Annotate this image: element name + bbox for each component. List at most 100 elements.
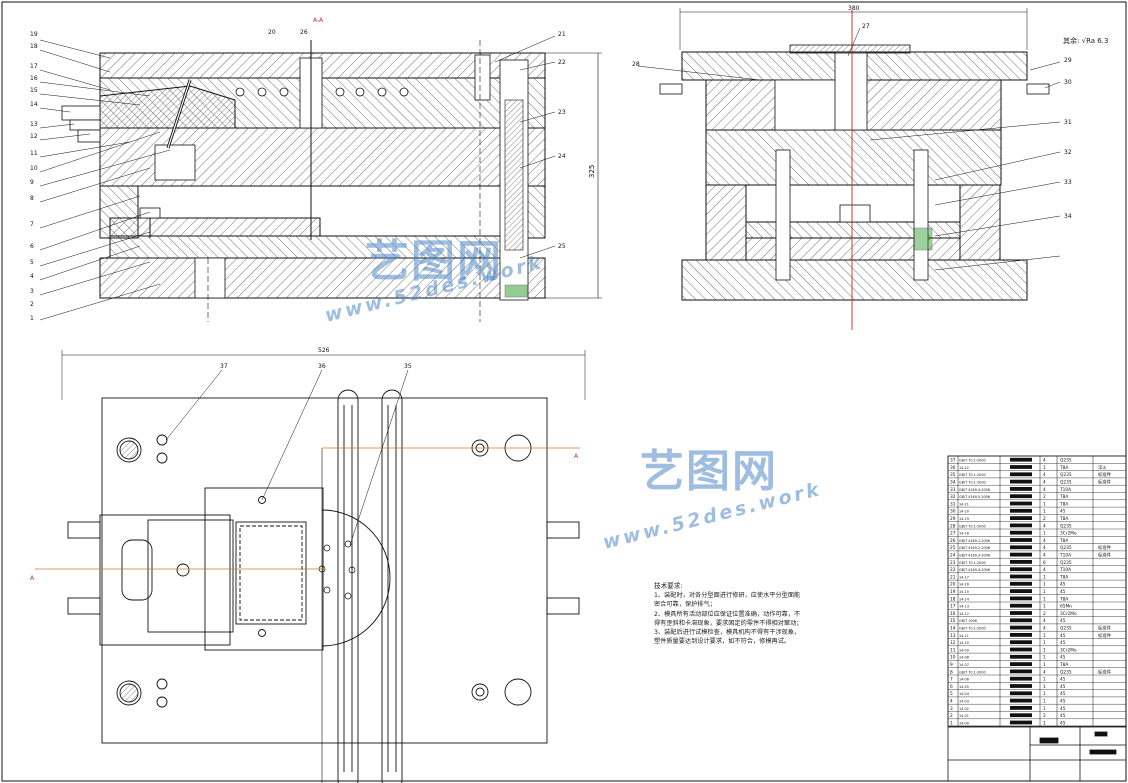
bom-cell-code: 14-10: [959, 641, 969, 645]
callout-12: 12: [30, 133, 38, 140]
bom-cell-no: 27: [950, 531, 956, 537]
bom-cell-code: 14-00: [959, 721, 969, 725]
bom-cell-qty: 2: [1043, 494, 1046, 500]
bom-cell-code: 14-19: [959, 517, 969, 521]
front-section-view: [61, 40, 602, 322]
bom-cell-material: Q235: [1060, 458, 1072, 464]
bom-cell-note: 标准件: [1098, 668, 1112, 675]
bom-cell-no: 31: [950, 501, 956, 507]
bom-cell-code: 14-17: [959, 575, 969, 579]
bom-cell-material: 45: [1060, 589, 1066, 595]
bom-cell-no: 21: [950, 574, 956, 580]
callout-14: 14: [30, 101, 38, 108]
bom-cell-qty: 1: [1043, 574, 1046, 580]
bom-cell-no: 29: [950, 516, 956, 522]
bom-name-redacted: [1010, 508, 1032, 513]
bom-cell-code: 14-08: [959, 656, 969, 660]
callout-10: 10: [30, 165, 38, 172]
bom-cell-material: 45: [1060, 720, 1066, 726]
bom-cell-note: 淬火: [1098, 464, 1107, 471]
bom-cell-code: GB/T 4169.4-2006: [959, 488, 990, 492]
bom-cell-no: 23: [950, 560, 956, 566]
bom-cell-material: 45: [1060, 713, 1066, 719]
bom-name-redacted: [1010, 560, 1032, 564]
bom-cell-no: 1: [950, 720, 953, 726]
callout-24: 24: [558, 153, 566, 160]
roughness-prefix: 其余:: [1063, 37, 1080, 45]
callout-21: 21: [558, 31, 566, 38]
bom-cell-material: T8A: [1059, 516, 1068, 522]
bom-cell-qty: 1: [1043, 647, 1046, 653]
bom-cell-no: 33: [950, 487, 956, 493]
bom-cell-no: 9: [950, 662, 953, 668]
bom-cell-qty: 1: [1043, 509, 1046, 515]
callout-32: 32: [1064, 149, 1072, 156]
bom-name-redacted: [1010, 538, 1032, 542]
bom-cell-qty: 4: [1043, 545, 1046, 551]
bom-cell-material: Q235: [1060, 472, 1072, 478]
bom-cell-code: 14-03: [959, 700, 969, 704]
bom-cell-material: 45: [1060, 618, 1066, 624]
callout-31: 31: [1064, 119, 1072, 126]
bom-name-redacted: [1010, 501, 1032, 506]
roughness-check-icon: √: [1081, 37, 1087, 45]
callout-9: 9: [30, 179, 34, 186]
front-right-callouts: [494, 35, 556, 259]
bom-cell-no: 37: [950, 458, 956, 464]
bom-cell-note: 标准件: [1098, 471, 1112, 478]
bom-cell-no: 30: [950, 509, 956, 515]
bom-cell-material: 65Mn: [1060, 604, 1072, 610]
bom-name-redacted: [1010, 603, 1032, 608]
bom-cell-no: 17: [950, 604, 956, 610]
bom-name-redacted: [1010, 552, 1032, 557]
bom-cell-code: GB/T 4169.3-2006: [959, 554, 990, 558]
bom-cell-no: 3: [950, 706, 953, 712]
bom-cell-code: 14-22: [959, 466, 969, 470]
bom-cell-material: Q235: [1060, 545, 1072, 551]
bom-cell-no: 22: [950, 567, 956, 573]
bom-name-redacted: [1010, 647, 1032, 652]
callout-20: 20: [268, 29, 276, 36]
bom-cell-no: 24: [950, 553, 956, 559]
bom-cell-qty: 4: [1043, 472, 1046, 478]
side-section-view: [659, 8, 1050, 330]
bom-cell-material: T10A: [1059, 553, 1071, 559]
bom-name-redacted: [1010, 662, 1032, 666]
bom-cell-no: 18: [950, 596, 956, 602]
bom-cell-qty: 1: [1043, 604, 1046, 610]
bom-cell-material: 45: [1060, 640, 1066, 646]
roughness-value: Ra 6.3: [1086, 37, 1109, 45]
bom-cell-qty: 1: [1043, 699, 1046, 705]
bom-cell-qty: 1: [1043, 720, 1046, 726]
bom-cell-qty: 4: [1043, 626, 1046, 632]
bom-cell-material: Q235: [1060, 626, 1072, 632]
bom-cell-code: GB/T 4169.1-2006: [959, 539, 990, 543]
callout-16: 16: [30, 75, 38, 82]
notes-line-5: 3、装配后进行试模检查，模具机构不得有干涉现象，: [654, 629, 801, 637]
bom-cell-no: 16: [950, 611, 956, 617]
bom-cell-qty: 4: [1043, 480, 1046, 486]
section-label-aa: A-A: [313, 17, 324, 24]
callout-3: 3: [30, 288, 34, 295]
bom-cell-material: T10A: [1059, 567, 1071, 573]
side-callout-leaders: [637, 27, 1061, 271]
roughness-note: 其余: √Ra 6.3: [1063, 36, 1108, 46]
bom-cell-no: 19: [950, 589, 956, 595]
notes-line-2: 密合可靠，保护排气；: [654, 601, 716, 609]
bom-cell-material: T8A: [1059, 494, 1068, 500]
bom-cell-code: 14-16: [959, 583, 969, 587]
bom-cell-material: 45: [1060, 684, 1066, 690]
bom-name-redacted: [1010, 684, 1032, 688]
bom-cell-no: 12: [950, 640, 956, 646]
bom-name-redacted: [1010, 479, 1032, 484]
bom-cell-material: 45: [1060, 677, 1066, 683]
bom-name-redacted: [1010, 713, 1032, 718]
callout-18: 18: [30, 43, 38, 50]
bom-cell-qty: 1: [1043, 633, 1046, 639]
bom-cell-material: 45: [1060, 699, 1066, 705]
bom-name-redacted: [1010, 596, 1032, 601]
bom-cell-qty: 1: [1043, 684, 1046, 690]
bom-cell-qty: 1: [1043, 691, 1046, 697]
left-callout-leaders: [39, 39, 171, 321]
